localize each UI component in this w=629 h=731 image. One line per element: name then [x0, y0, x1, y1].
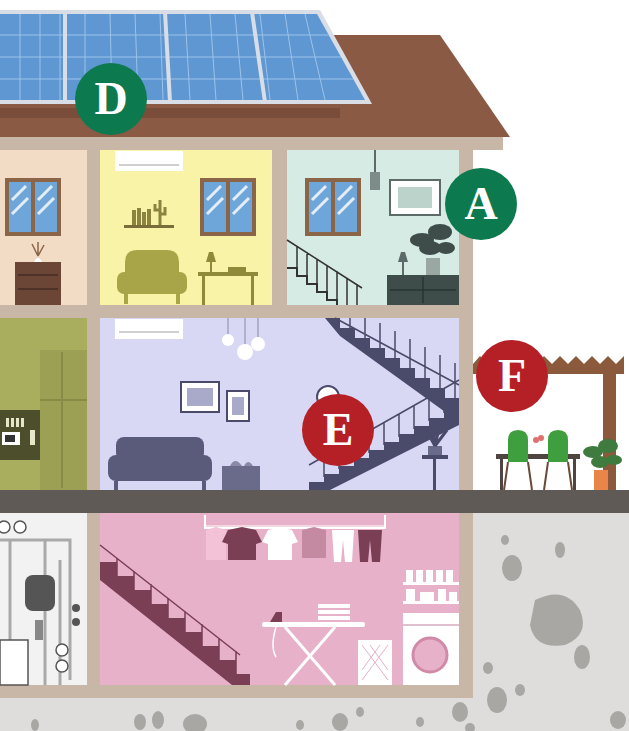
room — [100, 150, 272, 305]
living-room — [100, 318, 459, 490]
room — [0, 150, 87, 305]
shelf — [403, 582, 459, 585]
callout-circle: A — [445, 168, 517, 240]
fridge — [40, 350, 87, 490]
callout-letter: D — [94, 76, 127, 122]
plant — [410, 224, 455, 255]
coffee-table — [222, 466, 260, 490]
bottles — [6, 418, 35, 445]
stair-railing — [287, 240, 362, 305]
room — [287, 150, 459, 305]
side-table — [198, 252, 258, 305]
shelf — [403, 601, 459, 604]
ground — [0, 698, 629, 731]
washing-machine-door — [413, 638, 447, 672]
microwave-window — [5, 435, 15, 442]
lamp — [402, 262, 404, 275]
shelf — [124, 225, 174, 228]
utility-room — [0, 513, 87, 685]
callout-circle: D — [75, 63, 147, 135]
panel-grid — [0, 14, 353, 100]
pendant-lamp — [374, 150, 376, 172]
dresser-lines — [18, 275, 58, 289]
plant-pot — [426, 258, 440, 275]
picture — [232, 397, 244, 415]
ac-vent — [119, 164, 179, 166]
basket-weave — [362, 645, 388, 680]
solar-panel-frame — [0, 10, 372, 104]
washing-machine — [403, 613, 459, 685]
solar-panel — [0, 14, 365, 100]
utility-equipment — [0, 521, 80, 685]
callout-circle: F — [476, 340, 548, 412]
slab — [0, 137, 503, 150]
dresser — [15, 262, 61, 305]
vase — [34, 258, 42, 262]
kitchen — [0, 318, 87, 490]
air-conditioner — [115, 151, 183, 171]
picture — [187, 388, 213, 406]
cabinet — [387, 275, 459, 305]
cabinet-lines — [390, 277, 456, 303]
picture — [181, 382, 219, 412]
sofa — [108, 437, 212, 490]
callout-circle: E — [302, 394, 374, 466]
ac-vent — [119, 331, 179, 333]
picture — [227, 391, 249, 421]
panel-mount — [0, 108, 340, 118]
microwave — [2, 432, 20, 445]
picture — [390, 180, 440, 215]
staircase — [100, 545, 250, 685]
callout-letter: F — [498, 353, 526, 399]
washing-machine — [403, 624, 459, 626]
air-conditioner — [115, 319, 183, 339]
teapot — [230, 461, 253, 466]
ironing-board — [262, 604, 365, 685]
flowers — [32, 242, 44, 256]
stairs — [287, 268, 337, 305]
lamp — [398, 252, 408, 262]
pendant-lamp — [370, 172, 380, 190]
pendant-lights — [222, 318, 265, 360]
laundry-room — [100, 513, 459, 685]
shelf — [0, 410, 40, 460]
bottles — [406, 570, 457, 601]
clothesline — [205, 515, 385, 562]
callout-letter: A — [464, 181, 497, 227]
ground-slab — [0, 490, 629, 513]
callout-letter: E — [323, 407, 354, 453]
armchair — [117, 250, 187, 304]
plant-stand — [422, 424, 448, 490]
walls — [0, 150, 473, 698]
fridge-lines — [40, 352, 87, 488]
picture — [398, 187, 432, 208]
laundry-basket — [358, 640, 392, 685]
books — [132, 200, 165, 225]
pipes — [0, 540, 70, 685]
